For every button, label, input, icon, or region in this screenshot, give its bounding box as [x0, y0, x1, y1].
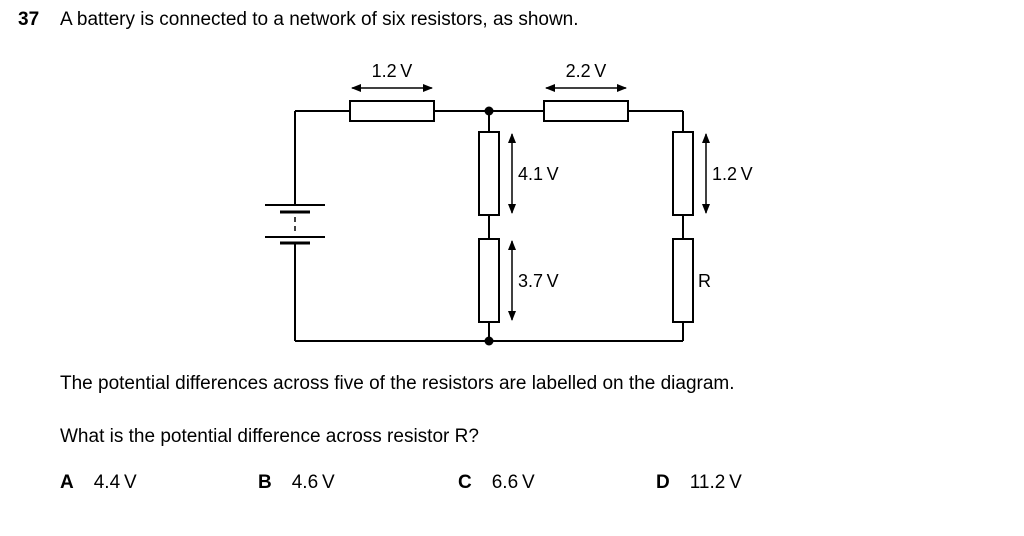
label-top-right: 2.2 V — [566, 61, 607, 81]
resistors — [349, 100, 694, 323]
voltage-arrows — [351, 84, 710, 321]
question-number: 37 — [18, 9, 40, 30]
label-resistor-R: R — [698, 271, 711, 291]
paragraph-labelled-info: The potential differences across five of… — [60, 373, 735, 394]
option-c-value: 6.6 V — [491, 472, 535, 493]
option-a-value: 4.4 V — [93, 472, 137, 493]
question-stem: A battery is connected to a network of s… — [60, 9, 579, 30]
label-middle-upper: 4.1 V — [518, 164, 559, 184]
label-right-upper: 1.2 V — [712, 164, 753, 184]
label-top-left: 1.2 V — [372, 61, 413, 81]
battery-symbol — [265, 204, 325, 245]
resistor-R — [672, 238, 694, 323]
junction-dots — [484, 106, 494, 346]
label-middle-lower: 3.7 V — [518, 271, 559, 291]
paragraph-question: What is the potential difference across … — [60, 426, 479, 447]
option-b-letter: B — [258, 472, 272, 493]
resistor-top-right — [543, 100, 629, 122]
option-c[interactable]: C 6.6 V — [458, 472, 535, 494]
resistor-top-left — [349, 100, 435, 122]
resistor-right-upper — [672, 131, 694, 216]
resistor-middle-lower — [478, 238, 500, 323]
option-c-letter: C — [458, 472, 472, 493]
option-b-value: 4.6 V — [291, 472, 335, 493]
option-d-value: 11.2 V — [689, 472, 742, 493]
option-b[interactable]: B 4.6 V — [258, 472, 335, 494]
resistor-middle-upper — [478, 131, 500, 216]
option-d-letter: D — [656, 472, 670, 493]
option-a-letter: A — [60, 472, 74, 493]
option-d[interactable]: D 11.2 V — [656, 472, 742, 494]
option-a[interactable]: A 4.4 V — [60, 472, 137, 494]
